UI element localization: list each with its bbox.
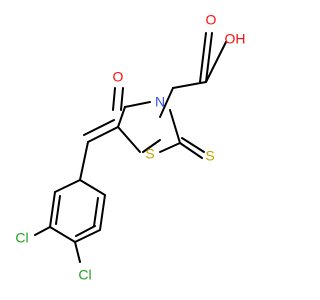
propanoic-acid-chain — [159, 32, 227, 118]
atom-label-ring-carbonyl-oxygen: O — [113, 69, 124, 85]
atom-label-acid-hydroxyl: OH — [225, 31, 246, 47]
benzylidene-linker — [79, 119, 119, 181]
structure-canvas: O OH N O S S Cl Cl — [15, 12, 245, 283]
atom-label-ring-nitrogen: N — [155, 94, 165, 110]
atom-label-chlorine-4: Cl — [78, 267, 91, 283]
thiazolidinone-ring — [112, 87, 205, 159]
dichlorophenyl-ring — [34, 178, 107, 263]
atom-label-acid-carbonyl-oxygen: O — [206, 12, 217, 28]
atom-labels: O OH N O S S Cl Cl — [15, 12, 245, 283]
atom-label-thione-sulfur: S — [205, 148, 214, 164]
atom-label-ring-sulfur: S — [145, 146, 154, 162]
atom-label-chlorine-3: Cl — [15, 230, 28, 246]
